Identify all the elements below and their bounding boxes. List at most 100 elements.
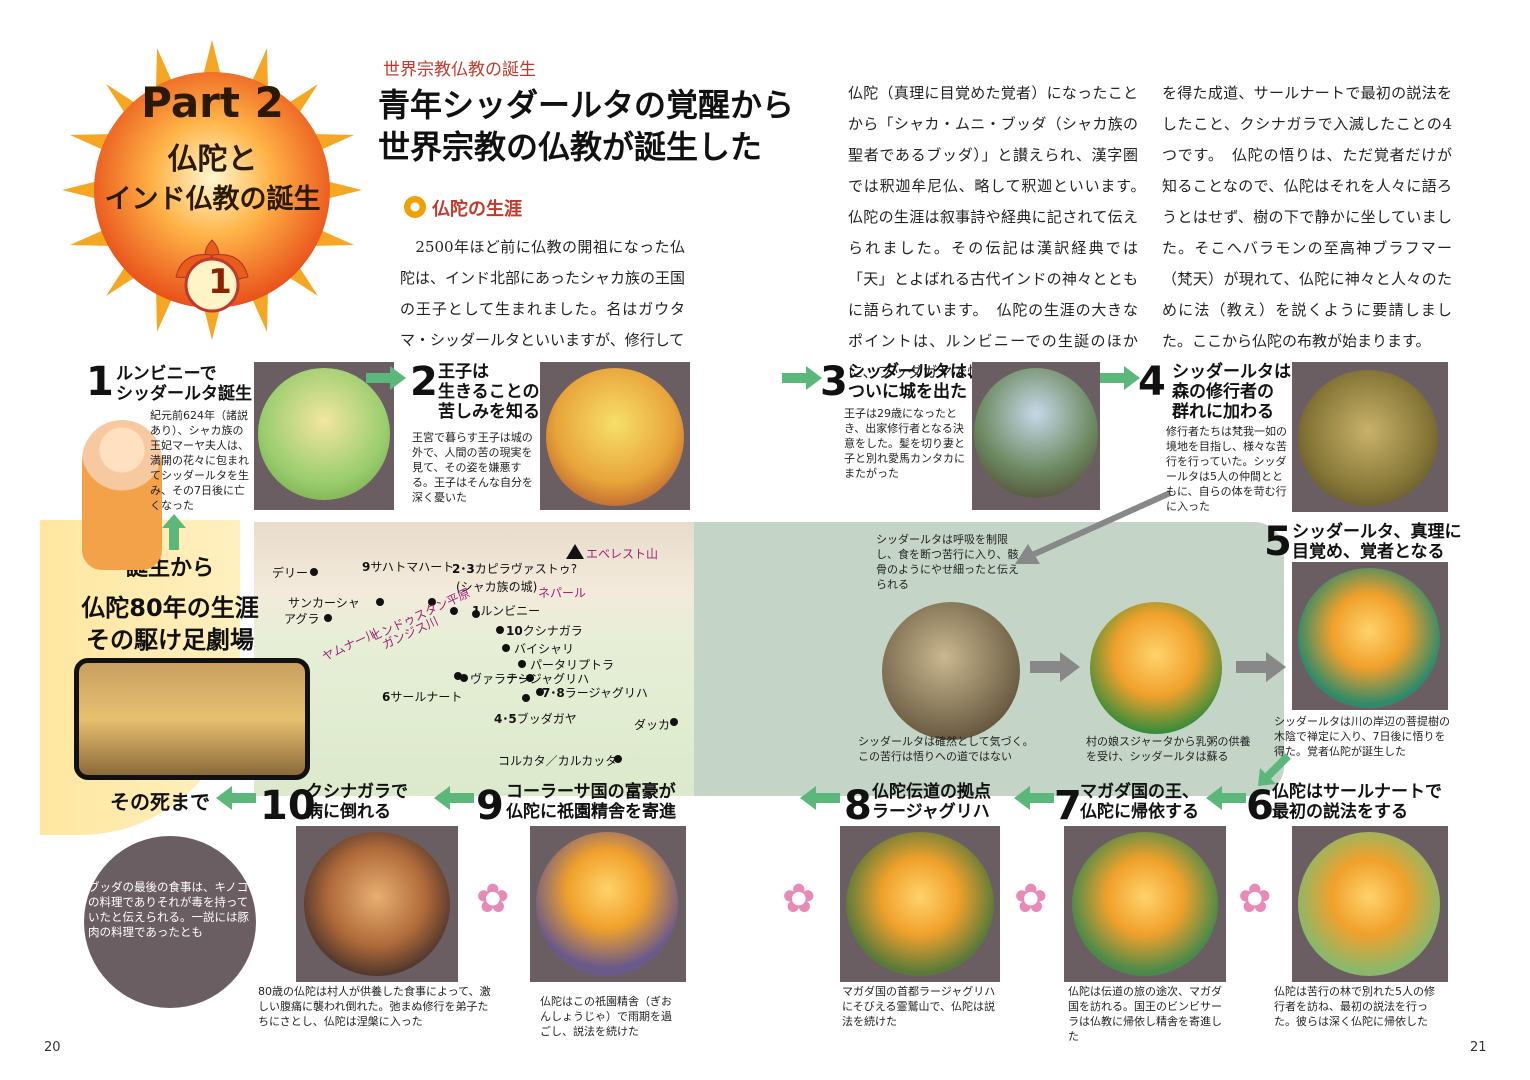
india-map — [254, 522, 694, 796]
step-number: 6 — [1246, 783, 1274, 829]
step-title-line: シッダールタ、真理に — [1292, 522, 1462, 542]
step-illustration — [1298, 370, 1438, 506]
lotus-icon: ✿ — [1238, 876, 1272, 922]
section-bullet-icon — [404, 196, 426, 218]
lotus-icon: ✿ — [782, 876, 816, 922]
nirvana-illustration — [74, 658, 310, 780]
step-illustration — [846, 832, 994, 976]
arrow-left-icon — [434, 786, 474, 810]
lotus-icon: ✿ — [1014, 876, 1048, 922]
step-number: 7 — [1054, 783, 1082, 829]
panel-note-left: シッダールタは確然として気づく。この苦行は悟りへの道ではない — [858, 735, 1034, 763]
part-subtitle: 仏陀と インド仏教の誕生 — [100, 140, 325, 220]
step-title-line: ラージャグリハ — [872, 802, 990, 822]
part-number: 1 — [208, 262, 232, 302]
step-title-line: シッダールタ誕生 — [116, 384, 252, 404]
step-desc: 王宮で暮らす王子は城の外で、人間の苦の現実を見て、その姿を嫌悪する。王子はそんな… — [412, 431, 533, 504]
map-dot — [460, 674, 468, 682]
step-title-line: 目覚め、覚者となる — [1292, 542, 1445, 562]
step-desc: 王子は29歳になったとき、出家修行者となる決意をした。髪を切り妻と子と別れ愛馬カ… — [844, 407, 965, 480]
body-column-3: を得た成道、サールナートで最初の説法をしたこと、クシナガラで入滅したことの4つで… — [1162, 84, 1452, 350]
map-label-bodhgaya: ブッダガヤ — [516, 712, 577, 726]
step-title-line: 病に倒れる — [306, 802, 391, 822]
step-title-line: シッダールタは、 — [848, 362, 984, 382]
map-label-sahet: サハトマハート — [370, 560, 455, 574]
step-number: 4 — [1138, 359, 1166, 405]
step-desc: 仏陀は苦行の林で別れた5人の修行者を訪ね、最初の説法を行った。彼らは深く仏陀に帰… — [1274, 985, 1435, 1028]
map-dot — [450, 607, 458, 615]
step-desc: 仏陀はこの祇園精舎（ぎおんしょうじゃ）で雨期を過ごし、説法を続けた — [540, 995, 672, 1038]
map-dot — [454, 672, 462, 680]
map-dot — [428, 598, 436, 606]
step-title: ルンビニーでシッダールタ誕生 — [116, 364, 252, 404]
map-label-pataliputra: パータリプトラ — [530, 658, 615, 672]
map-label-rajagriha: ラージャグリハ — [564, 686, 648, 700]
map-label-lumbini: ルンビニー — [480, 604, 541, 618]
arrow-left-icon — [800, 786, 840, 810]
step-title-line: 仏陀に帰依する — [1080, 802, 1199, 822]
step-title-line: ルンビニーで — [116, 364, 217, 384]
arrow-up-icon — [162, 514, 186, 550]
map-label-agra: アグラ — [284, 612, 320, 626]
arrow-right-icon — [782, 366, 822, 390]
map-label-kushinagar: クシナガラ — [522, 624, 583, 638]
arrow-left-icon — [1014, 786, 1054, 810]
death-note-circle — [84, 836, 256, 1008]
step-title-line: 生きることの — [438, 382, 540, 402]
lotus-icon: ✿ — [476, 876, 510, 922]
part-subtitle-line2: インド仏教の誕生 — [104, 184, 321, 215]
map-label-kapila-sub: (シャカ族の城) — [456, 580, 538, 594]
ascetic-illustration — [882, 602, 1020, 740]
arrow-right-icon — [1100, 366, 1140, 390]
section-title: 仏陀の生涯 — [432, 199, 522, 220]
body-column-1: 2500年ほど前に仏教の開祖になった仏陀は、インド北部にあったシャカ族の王国の王… — [400, 238, 686, 349]
band-line3: その駆け足劇場 — [86, 626, 254, 654]
map-label-varanasi: ヴァラナシ — [470, 672, 531, 686]
map-num: 9 — [362, 560, 371, 574]
step-number: 5 — [1264, 519, 1292, 565]
step-title: シッダールタ、真理に目覚め、覚者となる — [1292, 522, 1462, 562]
death-note: ブッダの最後の食事は、キノコの料理でありそれが毒を持っていたと伝えられる。一説に… — [88, 880, 249, 939]
arrow-down-left-icon — [1015, 490, 1172, 564]
step-desc: 修行者たちは梵我一如の境地を目指し、様々な苦行を行っていた。シッダールタは5人の… — [1166, 425, 1287, 513]
step-number: 1 — [86, 359, 114, 405]
body-column-2: 仏陀（真理に目覚めた覚者）になったことから「シャカ・ムニ・ブッダ（シャカ族の聖者… — [848, 84, 1154, 381]
page-number-left: 20 — [44, 1040, 61, 1055]
step-title-line: クシナガラで — [306, 782, 408, 802]
sun-emblem-icon — [62, 40, 362, 340]
map-num: 2･3 — [452, 562, 475, 576]
step-illustration — [1072, 832, 1218, 976]
part-subtitle-line1: 仏陀と — [167, 142, 258, 177]
map-label-delhi: デリー — [272, 566, 309, 580]
arrow-right-icon — [1030, 652, 1080, 682]
step-desc: マガダ国の首都ラージャグリハにそびえる霊鷲山で、仏陀は説法を続けた — [842, 985, 996, 1028]
headline-line1: 青年シッダールタの覚醒から — [378, 86, 795, 124]
step-title-line: 群れに加わる — [1172, 402, 1274, 422]
step-desc: 80歳の仏陀は村人が供養した食事によって、激しい腹痛に襲われ倒れた。弛まぬ修行を… — [258, 985, 491, 1028]
map-dot — [376, 598, 384, 606]
part-title: Part 2 — [141, 78, 284, 127]
map-label-kapila: カピラヴァストゥ? — [474, 562, 578, 576]
step-desc: シッダールタは川の岸辺の菩提樹の木陰で禅定に入り、7日後に悟りを得た。覚者仏陀が… — [1274, 715, 1450, 758]
step-number: 10 — [260, 783, 316, 829]
map-label-everest: エベレスト山 — [586, 547, 659, 561]
step-title-line: 仏陀伝道の拠点 — [872, 782, 991, 802]
headline: 青年シッダールタの覚醒から 世界宗教の仏教が誕生した — [378, 84, 798, 168]
step-title-line: 最初の説法をする — [1272, 802, 1408, 822]
step-title-line: マガダ国の王、 — [1080, 782, 1199, 802]
panel-note-right: 村の娘スジャータから乳粥の供養を受け、シッダールタは蘇る — [1086, 735, 1251, 763]
step-desc: 仏陀は伝道の旅の途次、マガダ国を訪れる。国王のビンビサーラは仏教に帰依し精舎を寄… — [1068, 985, 1222, 1043]
step-desc: 紀元前624年（諸説あり）、シャカ族の王妃マーヤ夫人は、満開の花々に包まれてシッ… — [150, 409, 249, 512]
map-label-vaishali: バイシャリ — [514, 642, 575, 656]
step-illustration — [546, 368, 684, 506]
mountain-icon — [566, 544, 584, 559]
step-illustration — [304, 832, 450, 976]
map-label-sarnath: サールナート — [390, 690, 463, 704]
map-dot — [526, 674, 534, 682]
step-title-line: 仏陀に祇園精舎を寄進 — [506, 802, 676, 822]
step-illustration — [1298, 832, 1440, 976]
arrow-down-left-icon — [1258, 753, 1291, 786]
sujata-illustration — [1090, 602, 1222, 734]
band-end: その死まで — [110, 790, 210, 814]
arrow-right-icon — [1236, 652, 1286, 682]
